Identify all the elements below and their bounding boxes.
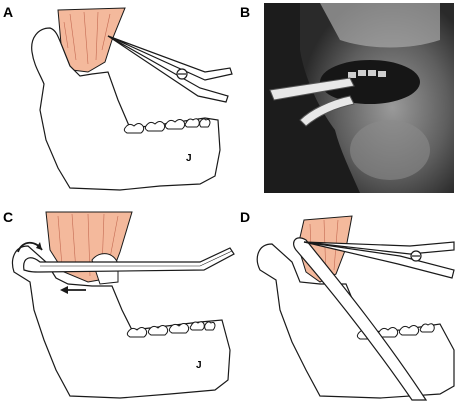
retractor-icon: [293, 237, 428, 401]
scissors-icon: [303, 241, 455, 279]
panel-d-letter: D: [240, 209, 251, 225]
panel-d: D: [240, 200, 456, 402]
panel-a-letter: A: [3, 4, 14, 20]
mandible-outline: [31, 27, 221, 191]
teeth-row: [126, 321, 216, 338]
panel-b: B: [240, 0, 456, 200]
teeth-row: [123, 118, 211, 134]
panel-c-illustration: [11, 211, 235, 399]
panel-b-letter: B: [240, 4, 251, 20]
panel-c-letter: C: [3, 209, 14, 225]
panel-b-photo: [264, 3, 454, 193]
retractor-photo: [269, 77, 355, 127]
panel-d-illustration: [256, 215, 455, 401]
panel-c-bone-label: J: [196, 360, 202, 371]
mandible-outline: [11, 245, 231, 399]
scissors-icon: [107, 35, 233, 103]
panel-a-illustration: [31, 7, 233, 191]
curved-elevator-icon: [23, 247, 235, 273]
panel-a: A J: [0, 0, 240, 200]
panel-a-bone-label: J: [186, 153, 192, 164]
panel-c: C J: [0, 200, 240, 402]
